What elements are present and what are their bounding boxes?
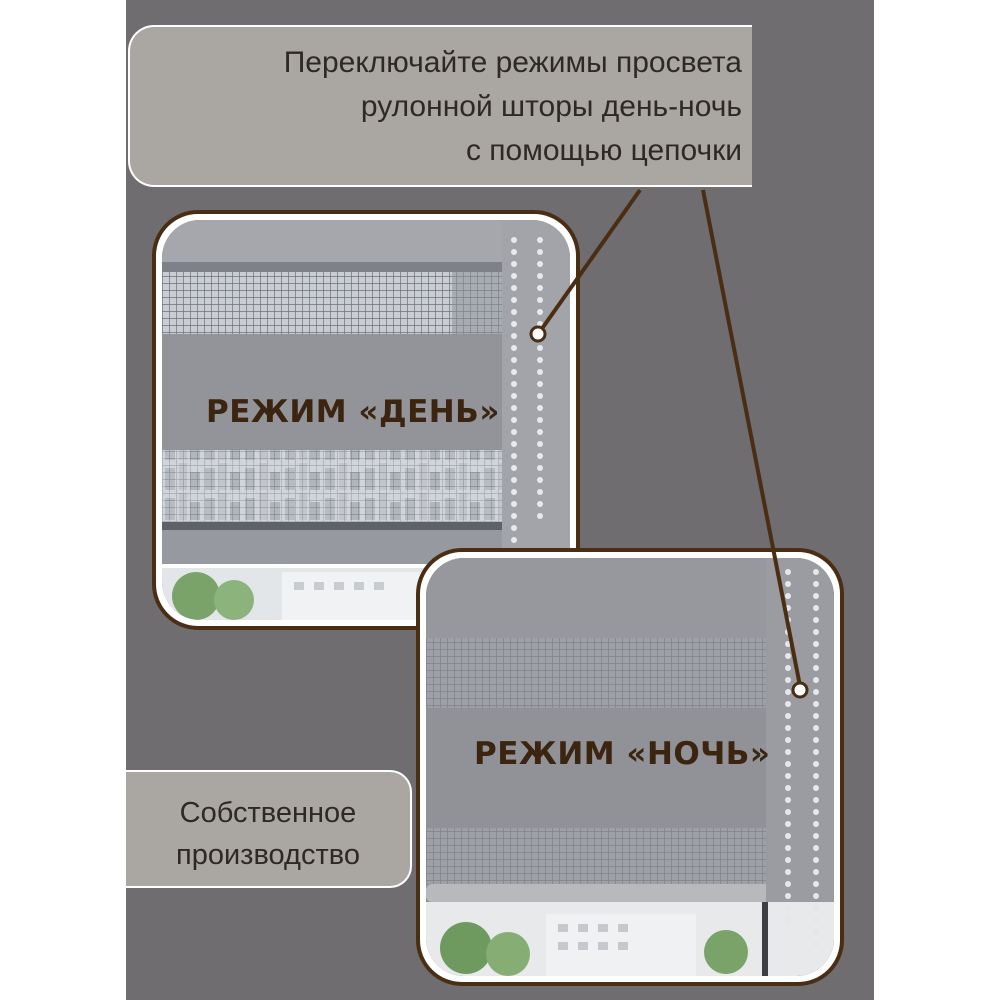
headline-line-1: Переключайте режимы просвета: [283, 46, 742, 79]
day-mode-label: РЕЖИМ «ДЕНЬ»: [206, 394, 500, 430]
headline-line-3: с помощью цепочки: [465, 134, 742, 167]
badge-line-1: Собственное: [179, 797, 357, 829]
manufacturer-badge: Собственное производство: [126, 770, 412, 888]
night-mode-label: РЕЖИМ «НОЧЬ»: [474, 736, 771, 772]
headline-line-2: рулонной шторы день-ночь: [360, 90, 742, 123]
headline-bubble: Переключайте режимы просвета рулонной шт…: [128, 25, 752, 187]
badge-line-2: производство: [176, 839, 360, 871]
